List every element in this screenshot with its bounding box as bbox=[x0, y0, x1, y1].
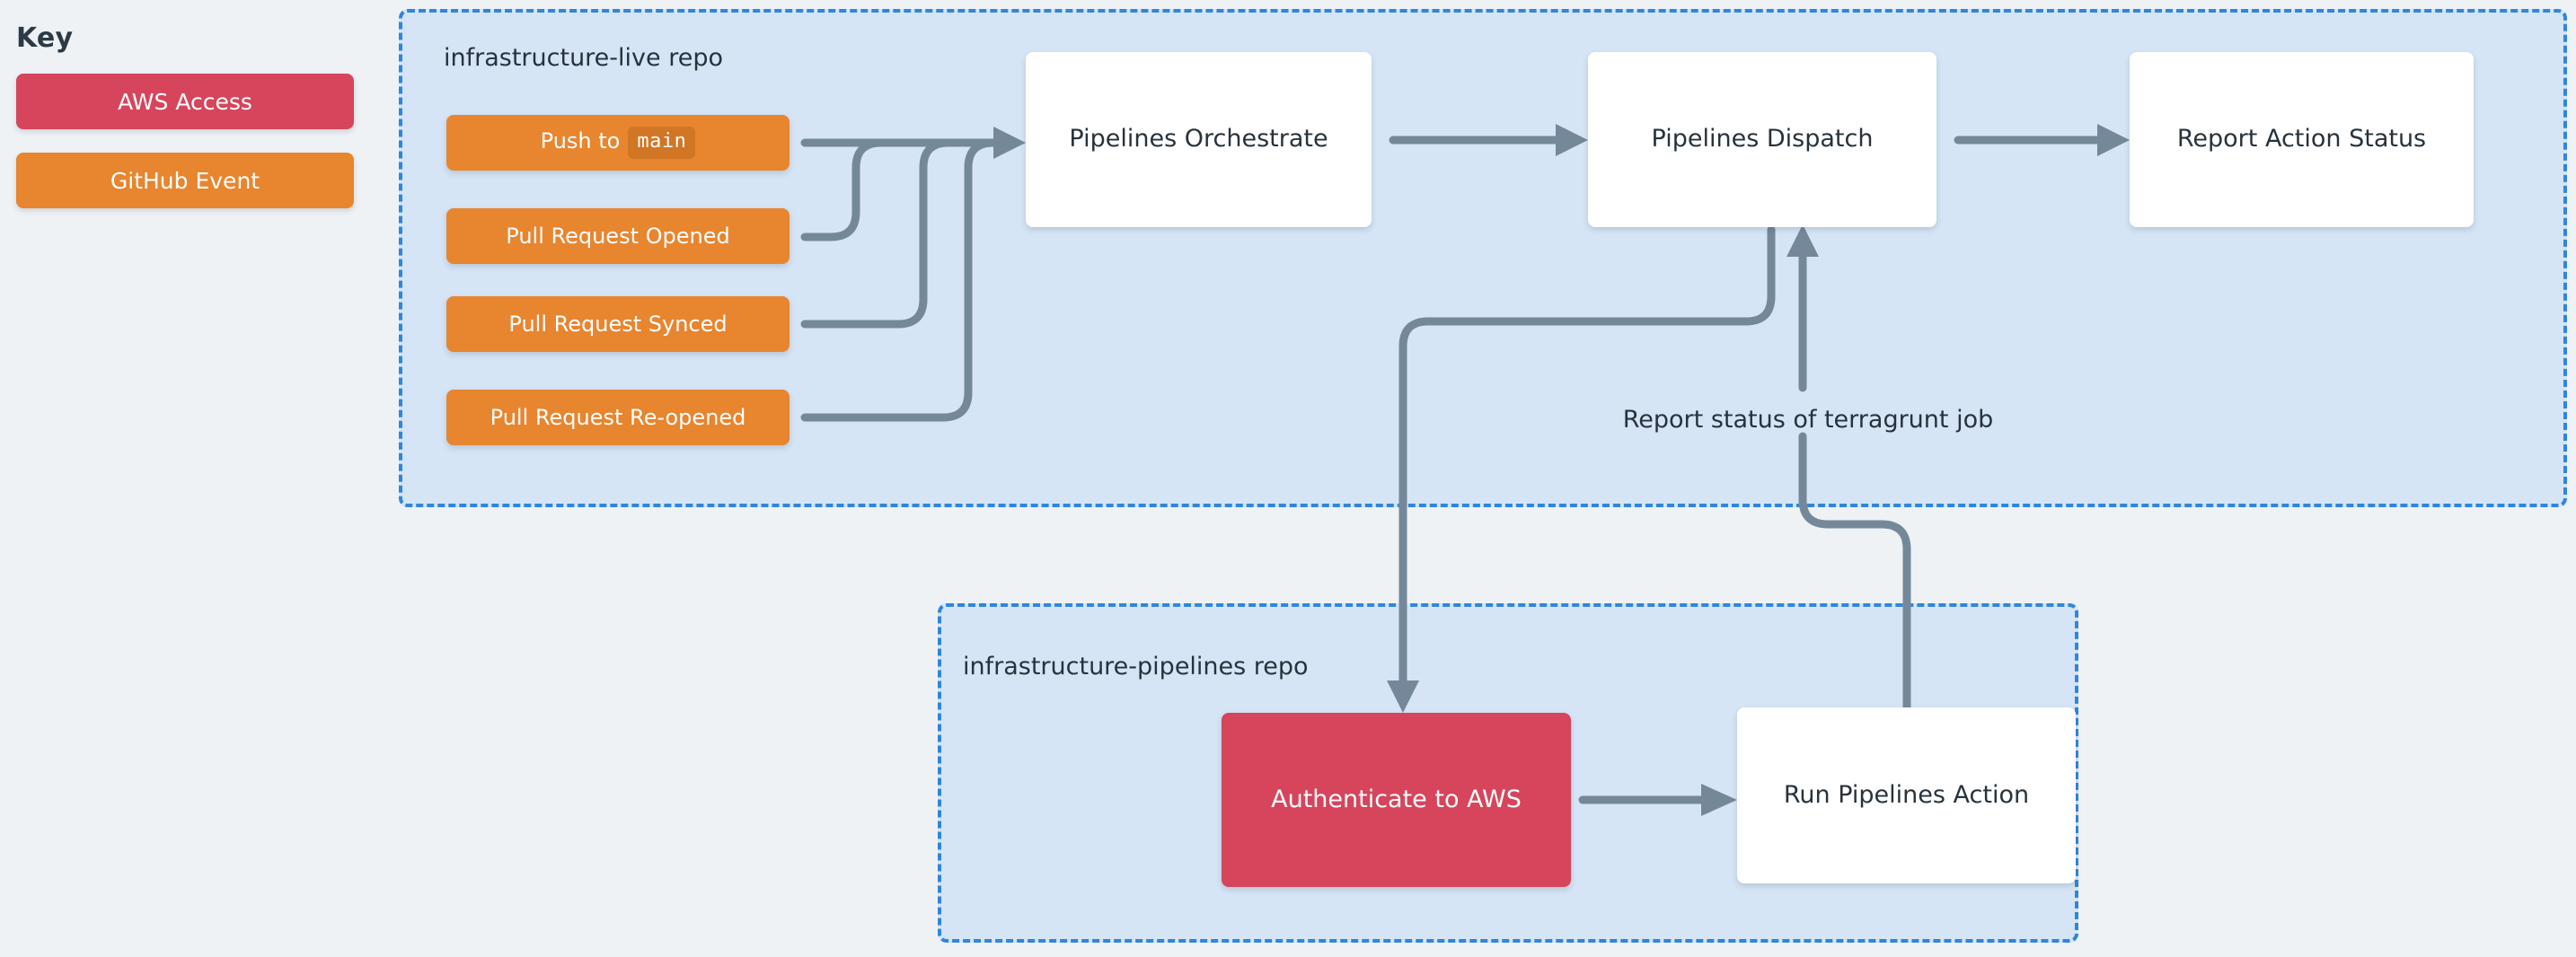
node-report-action-status-label: Report Action Status bbox=[2176, 125, 2427, 154]
legend-item-aws-access: AWS Access bbox=[16, 74, 354, 129]
node-push-to-main-text: Push to bbox=[540, 128, 621, 154]
node-pull-request-synced[interactable]: Pull Request Synced bbox=[446, 296, 790, 352]
node-pipelines-orchestrate[interactable]: Pipelines Orchestrate bbox=[1026, 52, 1372, 227]
node-report-action-status[interactable]: Report Action Status bbox=[2130, 52, 2474, 227]
node-push-to-main[interactable]: Push to main bbox=[446, 115, 790, 171]
key-heading: Key bbox=[16, 22, 74, 54]
legend-item-aws-access-label: AWS Access bbox=[118, 88, 252, 115]
node-run-pipelines-action[interactable]: Run Pipelines Action bbox=[1737, 707, 2076, 883]
node-pipelines-dispatch[interactable]: Pipelines Dispatch bbox=[1588, 52, 1936, 227]
node-pipelines-orchestrate-label: Pipelines Orchestrate bbox=[1069, 125, 1328, 154]
node-pipelines-dispatch-label: Pipelines Dispatch bbox=[1651, 125, 1874, 154]
group-label-infrastructure-pipelines-repo: infrastructure-pipelines repo bbox=[963, 653, 1309, 680]
branch-name-badge: main bbox=[628, 127, 696, 159]
legend-item-github-event: GitHub Event bbox=[16, 153, 354, 208]
legend-item-github-event-label: GitHub Event bbox=[110, 167, 260, 194]
node-push-to-main-label: Push to main bbox=[540, 127, 696, 159]
group-label-infrastructure-live-repo: infrastructure-live repo bbox=[444, 44, 723, 72]
node-authenticate-to-aws-label: Authenticate to AWS bbox=[1271, 785, 1522, 813]
edge-label-report-status-of-terragrunt-job: Report status of terragrunt job bbox=[1622, 406, 1994, 434]
node-pull-request-synced-label: Pull Request Synced bbox=[508, 311, 728, 337]
node-pull-request-reopened-label: Pull Request Re-opened bbox=[490, 404, 746, 430]
node-authenticate-to-aws[interactable]: Authenticate to AWS bbox=[1222, 713, 1571, 887]
node-pull-request-reopened[interactable]: Pull Request Re-opened bbox=[446, 390, 790, 445]
node-pull-request-opened-label: Pull Request Opened bbox=[506, 223, 730, 249]
node-run-pipelines-action-label: Run Pipelines Action bbox=[1783, 780, 2030, 809]
node-pull-request-opened[interactable]: Pull Request Opened bbox=[446, 208, 790, 264]
